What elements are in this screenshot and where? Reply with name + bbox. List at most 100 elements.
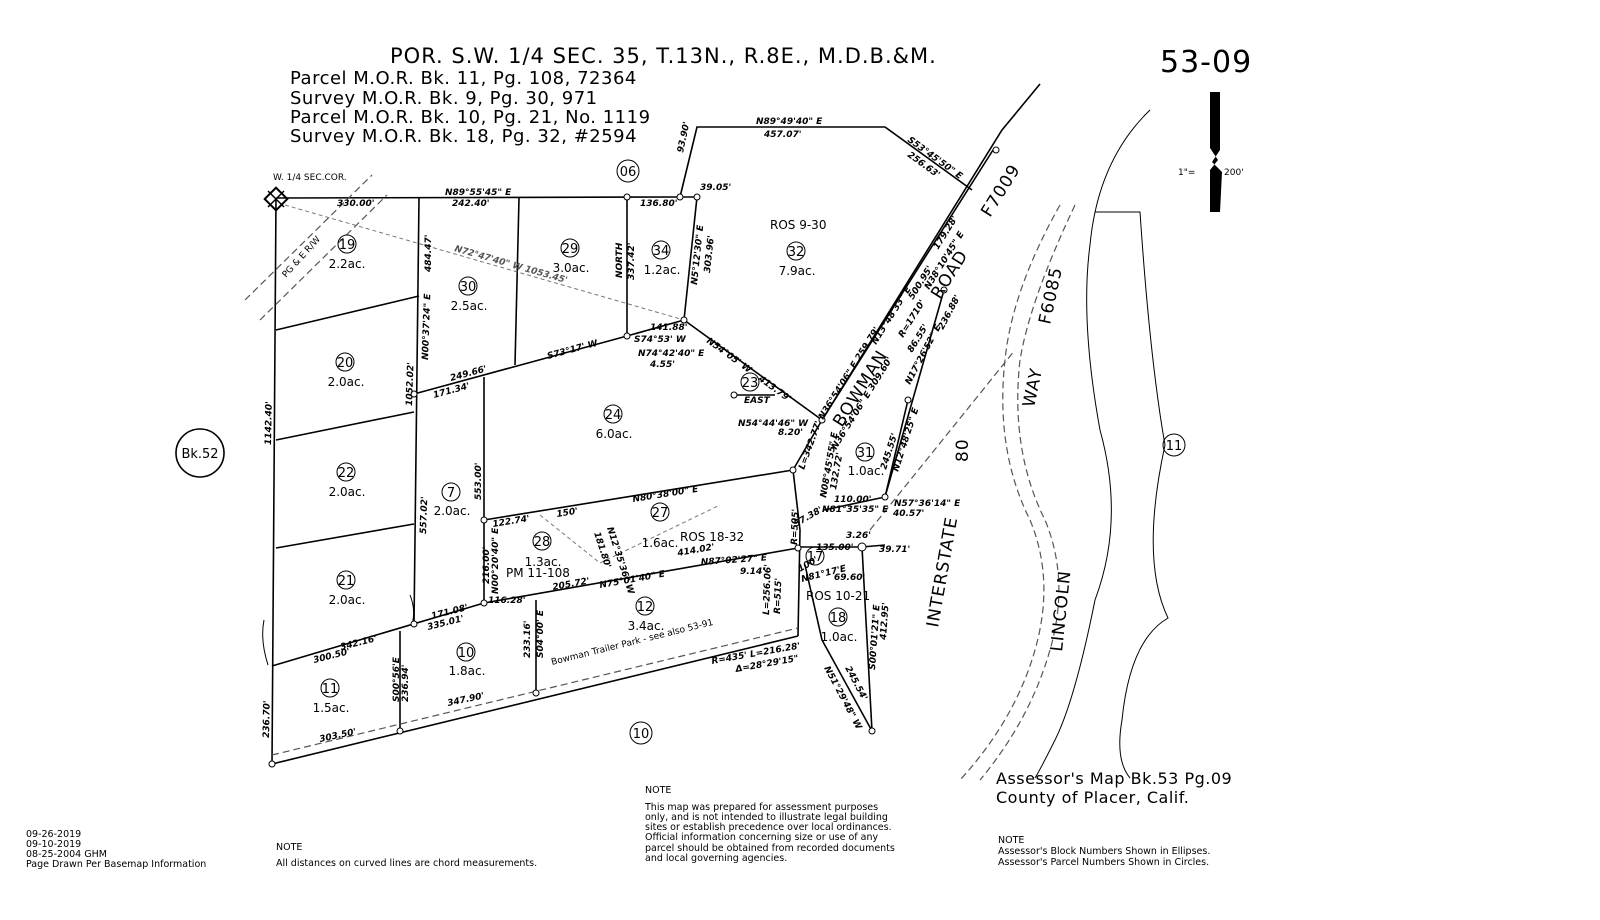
svg-text:N87°02'27" E: N87°02'27" E [701, 553, 769, 568]
svg-text:31: 31 [857, 446, 874, 461]
svg-text:S73°17' W: S73°17' W [546, 339, 600, 362]
note-main-title: NOTE [645, 785, 671, 796]
svg-text:R=515': R=515' [773, 578, 784, 614]
svg-text:236.70': 236.70' [262, 700, 273, 738]
label-pm-11-108: PM 11-108 [506, 566, 570, 580]
label-pge: PG & E R/W [281, 235, 323, 280]
label-ros-9-30: ROS 9-30 [770, 218, 826, 232]
svg-text:2.0ac.: 2.0ac. [328, 375, 365, 389]
svg-text:2.5ac.: 2.5ac. [451, 299, 488, 313]
block-06: 06 [616, 159, 640, 183]
parcel-11: 111.5ac. [313, 678, 350, 715]
revision-4: Page Drawn Per Basemap Information [26, 859, 206, 870]
note-main-line-5: parcel should be obtained from recorded … [645, 843, 895, 854]
parcel-23: 23 [740, 372, 760, 392]
svg-text:233.16': 233.16' [523, 621, 533, 659]
svg-text:216.00': 216.00' [482, 547, 492, 585]
svg-text:337.42': 337.42' [627, 243, 637, 281]
reference-line-2: Survey M.O.R. Bk. 9, Pg. 30, 971 [290, 88, 598, 109]
label-east: EAST [744, 396, 771, 406]
svg-text:20: 20 [337, 356, 354, 371]
svg-text:2.0ac.: 2.0ac. [434, 504, 471, 518]
svg-text:17: 17 [807, 550, 824, 565]
svg-text:R=505': R=505' [790, 509, 801, 545]
revision-1: 09-26-2019 [26, 829, 81, 840]
svg-text:69.60': 69.60' [834, 573, 865, 583]
svg-text:2.0ac.: 2.0ac. [329, 593, 366, 607]
parcel-29: 293.0ac. [553, 238, 590, 275]
revision-2: 09-10-2019 [26, 839, 81, 850]
svg-text:39.05': 39.05' [700, 183, 731, 193]
svg-text:Bk.52: Bk.52 [181, 447, 218, 462]
book-52: Bk.52 [175, 428, 225, 478]
parcel-34: 341.2ac. [644, 240, 681, 277]
scale-left: 1"= [1178, 168, 1195, 178]
svg-text:11: 11 [1166, 439, 1183, 454]
reference-line-4: Survey M.O.R. Bk. 18, Pg. 32, #2594 [290, 126, 637, 147]
svg-text:23: 23 [742, 376, 759, 391]
svg-text:150': 150' [556, 507, 579, 520]
reference-line-3: Parcel M.O.R. Bk. 10, Pg. 21, No. 1119 [290, 107, 651, 128]
road-f6085: F6085 [1035, 265, 1067, 326]
svg-text:1.5ac.: 1.5ac. [313, 701, 350, 715]
svg-text:1142.40': 1142.40' [264, 401, 275, 445]
svg-text:557.02': 557.02' [419, 496, 430, 534]
parcel-28: 281.3ac. [525, 531, 561, 569]
svg-text:S04°00' E: S04°00' E [536, 609, 546, 658]
svg-text:9.14': 9.14' [740, 567, 765, 577]
svg-text:S74°53' W: S74°53' W [634, 335, 687, 345]
svg-text:30: 30 [460, 280, 477, 295]
svg-text:1.2ac.: 1.2ac. [644, 263, 681, 277]
svg-text:141.88': 141.88' [650, 323, 688, 333]
reference-line-1: Parcel M.O.R. Bk. 11, Pg. 108, 72364 [290, 68, 637, 89]
svg-text:1.6ac.: 1.6ac. [642, 536, 679, 550]
note-main-line-4: Official information concerning size or … [645, 832, 878, 843]
parcel-19: 192.2ac. [329, 234, 365, 271]
svg-text:24: 24 [605, 408, 622, 423]
road-f7009: F7009 [977, 161, 1025, 221]
svg-text:484.47': 484.47' [424, 235, 434, 274]
svg-text:242.40': 242.40' [452, 199, 490, 209]
map-number: 53-09 [1160, 45, 1252, 80]
svg-text:135.00': 135.00' [816, 543, 854, 553]
svg-text:N00°37'24" E: N00°37'24" E [421, 293, 433, 360]
svg-text:347.90': 347.90' [447, 691, 486, 709]
assessor-line-1: Assessor's Map Bk.53 Pg.09 [996, 769, 1232, 788]
note-curve-title: NOTE [276, 842, 302, 853]
svg-text:S00°56'E: S00°56'E [392, 656, 402, 702]
svg-text:N89°55'45" E: N89°55'45" E [445, 188, 512, 198]
revision-3: 08-25-2004 GHM [26, 849, 107, 860]
svg-text:412.95': 412.95' [879, 602, 892, 641]
note-block-line-2: Assessor's Parcel Numbers Shown in Circl… [998, 857, 1209, 868]
parcel-18: 181.0ac. [821, 607, 858, 644]
note-main-line-1: This map was prepared for assessment pur… [644, 802, 878, 813]
svg-text:93.90': 93.90' [676, 121, 692, 154]
parcel-22: 22 2.0ac. [329, 462, 366, 499]
svg-text:10: 10 [633, 727, 650, 742]
svg-text:457.07': 457.07' [763, 130, 802, 140]
note-block-line-1: Assessor's Block Numbers Shown in Ellips… [998, 846, 1210, 857]
svg-text:110.00': 110.00' [834, 495, 872, 505]
svg-text:122.74': 122.74' [492, 514, 531, 530]
svg-text:N80°38'00" E: N80°38'00" E [632, 485, 700, 505]
svg-text:1.0ac.: 1.0ac. [821, 630, 858, 644]
block-10: 10 [629, 721, 653, 745]
svg-text:3.0ac.: 3.0ac. [553, 261, 590, 275]
road-i80: 80 [953, 438, 973, 462]
svg-text:22: 22 [338, 466, 355, 481]
svg-text:28: 28 [534, 535, 551, 550]
svg-text:249.66': 249.66' [449, 365, 488, 384]
svg-text:40.57': 40.57' [892, 509, 924, 519]
svg-text:N57°36'14" E: N57°36'14" E [894, 499, 961, 509]
parcel-7: 72.0ac. [434, 482, 471, 518]
note-main-line-6: and local governing agencies. [645, 853, 787, 864]
parcel-12: 123.4ac. [628, 596, 664, 633]
svg-text:2.0ac.: 2.0ac. [329, 485, 366, 499]
label-north: NORTH [615, 242, 625, 278]
parcel-31: 311.0ac. [848, 442, 884, 478]
svg-text:236.94': 236.94' [401, 665, 411, 703]
svg-text:116.28': 116.28' [488, 596, 526, 606]
north-arrow-icon [1210, 92, 1222, 212]
svg-text:6.0ac.: 6.0ac. [596, 427, 633, 441]
svg-text:L=256.06': L=256.06' [762, 564, 774, 615]
